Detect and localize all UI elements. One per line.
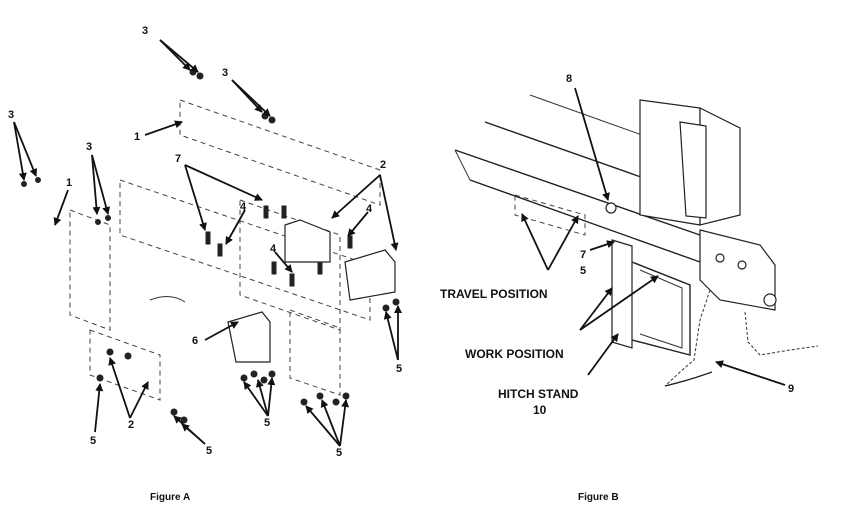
figure-a-leaders	[13, 39, 402, 447]
travel-position-label: TRAVEL POSITION	[440, 287, 548, 301]
safety-chain-left	[664, 289, 711, 387]
callout-5-center: 5	[206, 445, 212, 457]
lower-left-plate	[89, 329, 161, 401]
frame-rail	[179, 99, 381, 206]
figure-b-leaders	[521, 87, 786, 386]
hitch-stand-post	[611, 239, 633, 349]
frame-front-cut	[454, 149, 471, 181]
hitch-head	[699, 229, 776, 311]
callout-5-bottom: 5	[336, 447, 342, 459]
hitch-stand-loop	[631, 261, 691, 356]
lock-pin	[605, 202, 617, 214]
callout-6: 6	[192, 335, 198, 347]
figure-a-drawing: 3 3 3 3 1 1 7 2 4 4 4 6 2 5 5 5 5 5 Figu…	[8, 25, 402, 503]
callout-4-left: 4	[240, 201, 247, 213]
safety-chain-right	[744, 311, 819, 356]
callout-5-right: 5	[396, 363, 402, 375]
callout-4-right: 4	[366, 203, 373, 215]
upper-u-bracket	[284, 219, 331, 263]
figure-b-drawing: 8 7 5 9 TRAVEL POSITION WORK POSITION HI…	[440, 73, 819, 503]
lower-right-plate	[289, 309, 341, 396]
fastener-group	[21, 68, 400, 424]
hitch-stand-loop-inner	[639, 269, 683, 349]
right-u-bracket	[344, 249, 396, 301]
frame-lower-edge	[469, 179, 701, 263]
post-channel	[679, 121, 707, 219]
callout-1-upper: 1	[134, 131, 140, 143]
chain-hook-left	[664, 371, 713, 387]
callout-3-mid: 3	[86, 141, 92, 153]
frame-mid-edge	[454, 149, 701, 236]
bracket-6	[227, 311, 271, 363]
travel-position-outline	[514, 194, 586, 236]
callout-5-mid: 5	[264, 417, 270, 429]
hitch-pin	[763, 293, 777, 307]
callout-3-right: 3	[222, 67, 228, 79]
left-bracket	[69, 209, 111, 331]
callout-3-left: 3	[8, 109, 14, 121]
callout-7: 7	[175, 153, 181, 165]
callout-2-lower: 2	[128, 419, 134, 431]
callout-2-right: 2	[380, 159, 386, 171]
callout-5-left: 5	[90, 435, 96, 447]
callout-10: 10	[533, 403, 547, 417]
callout-3-top: 3	[142, 25, 148, 37]
hitch-stand-label: HITCH STAND	[498, 387, 579, 401]
lower-frame	[119, 179, 371, 321]
figure-a-caption: Figure A	[150, 492, 190, 503]
callout-7-b: 7	[580, 249, 586, 261]
work-position-label: WORK POSITION	[465, 347, 564, 361]
figure-b-caption: Figure B	[578, 492, 619, 503]
callout-1-left: 1	[66, 177, 72, 189]
callout-5-b: 5	[580, 265, 586, 277]
callout-8: 8	[566, 73, 572, 85]
curved-rod	[149, 296, 186, 303]
callout-9: 9	[788, 383, 794, 395]
callout-4-center: 4	[270, 243, 277, 255]
